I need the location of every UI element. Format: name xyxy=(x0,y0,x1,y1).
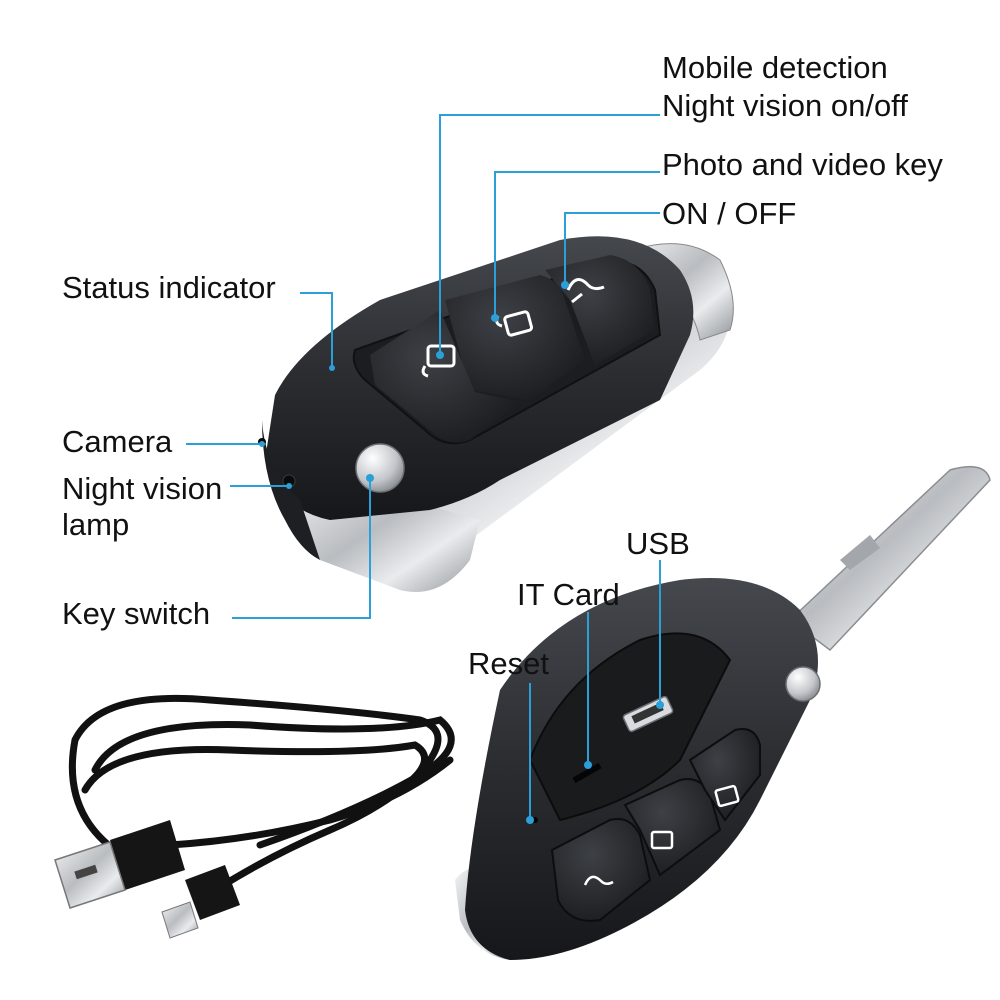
night-vision-button xyxy=(370,310,520,443)
lower-photo-icon xyxy=(714,784,740,808)
micro-usb-plug xyxy=(161,865,240,939)
callout-key-switch xyxy=(232,478,371,619)
label-key-switch: Key switch xyxy=(62,596,211,631)
label-night-vision-lamp-line2: lamp xyxy=(62,507,130,542)
release-button xyxy=(785,666,821,702)
label-usb: USB xyxy=(626,526,690,561)
lower-button-3 xyxy=(688,728,761,822)
callout-on-off xyxy=(564,212,660,285)
key-fob-closed xyxy=(258,236,734,592)
power-icon xyxy=(566,278,605,304)
label-camera: Camera xyxy=(62,424,173,459)
label-on-off: ON / OFF xyxy=(662,196,797,231)
key-fob-open xyxy=(455,465,991,960)
key-switch-button xyxy=(355,443,405,493)
label-it-card: IT Card xyxy=(517,577,620,612)
photo-video-button xyxy=(445,275,585,400)
lower-power-icon xyxy=(583,875,614,886)
callout-night-vision xyxy=(439,114,660,355)
lower-mode-icon xyxy=(650,830,674,850)
callout-status xyxy=(300,292,333,368)
card-slot xyxy=(572,762,602,784)
callout-photo-video xyxy=(494,171,660,318)
label-status-indicator: Status indicator xyxy=(62,270,276,305)
usb-cable xyxy=(68,694,455,904)
label-night-vision-lamp-line1: Night vision xyxy=(62,471,223,506)
label-photo-video-key: Photo and video key xyxy=(662,147,943,182)
label-mobile-detection: Mobile detection xyxy=(662,50,888,85)
fob-front-face xyxy=(262,420,320,560)
label-night-vision-onoff: Night vision on/off xyxy=(662,88,908,123)
lower-button-1 xyxy=(550,818,652,922)
callout-lines xyxy=(186,114,661,820)
key-blade xyxy=(788,465,991,652)
usb-a-plug xyxy=(54,820,185,909)
label-reset: Reset xyxy=(468,646,549,681)
callout-dots xyxy=(259,281,664,824)
